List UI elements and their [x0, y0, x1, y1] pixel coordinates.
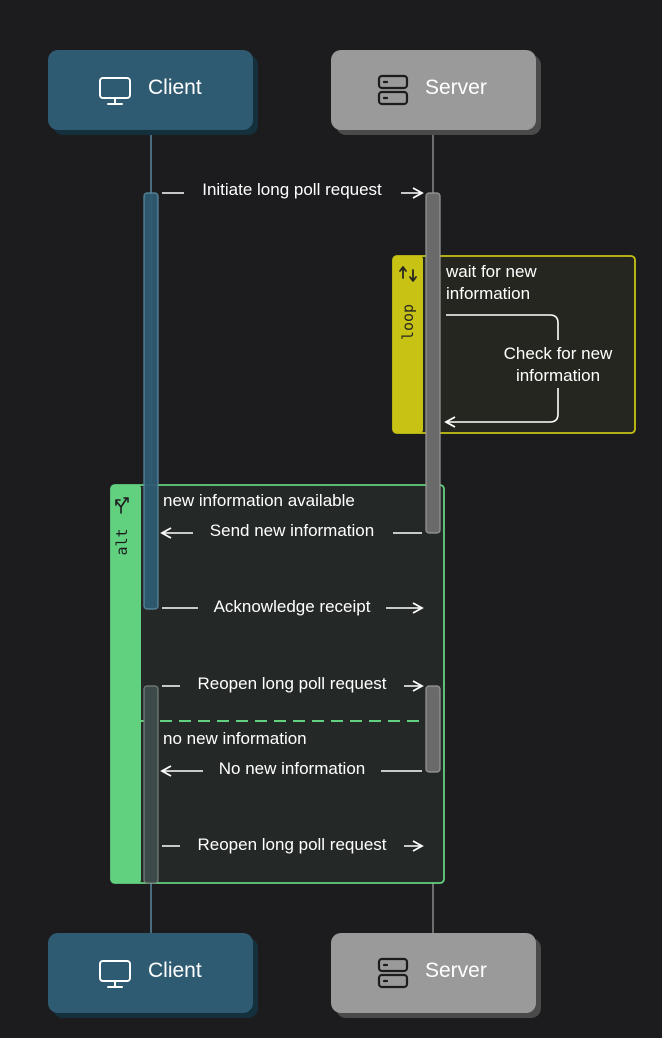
server-activation-1: [425, 192, 441, 534]
loop-icon: [399, 266, 417, 282]
monitor-icon: [99, 77, 131, 105]
message-no-info: No new information: [160, 756, 422, 780]
client-label-top: Client: [148, 76, 202, 99]
server-label-top: Server: [425, 76, 487, 99]
message-ack: Acknowledge receipt: [162, 593, 424, 617]
check-label-bg: [496, 340, 622, 388]
client-label-bottom: Client: [148, 959, 202, 982]
server-icon: [377, 957, 409, 989]
send-label: Send new information: [210, 521, 374, 540]
loop-condition-line-2: information: [446, 284, 530, 303]
server-actor-top[interactable]: Server: [331, 50, 541, 135]
reopen-2-label: Reopen long poll request: [197, 835, 386, 854]
alt-tag: alt: [113, 528, 131, 555]
server-label-bottom: Server: [425, 959, 487, 982]
branch-icon: [115, 497, 129, 514]
loop-condition-line-1: wait for new: [445, 262, 537, 281]
loop-tag: loop: [399, 304, 417, 340]
alt-frame-tab: [111, 485, 141, 883]
server-icon: [377, 74, 409, 106]
initiate-label: Initiate long poll request: [202, 180, 382, 199]
alt-condition-1: new information available: [163, 491, 355, 510]
reopen-1-label: Reopen long poll request: [197, 674, 386, 693]
client-activation-2: [143, 685, 159, 884]
client-actor-bottom[interactable]: Client: [48, 933, 258, 1018]
no-info-label: No new information: [219, 759, 365, 778]
client-actor-top[interactable]: Client: [48, 50, 258, 135]
message-send: Send new information: [160, 518, 422, 542]
ack-label: Acknowledge receipt: [214, 597, 371, 616]
alt-condition-2: no new information: [163, 729, 307, 748]
monitor-icon: [99, 960, 131, 988]
message-reopen-2: Reopen long poll request: [162, 831, 424, 855]
check-label-line-2: information: [516, 366, 600, 385]
server-actor-bottom[interactable]: Server: [331, 933, 541, 1018]
client-activation-1: [143, 192, 159, 610]
message-reopen-1: Reopen long poll request: [162, 671, 424, 695]
check-label-line-1: Check for new: [504, 344, 613, 363]
server-activation-2: [425, 685, 441, 773]
message-initiate: Initiate long poll request: [162, 178, 424, 202]
loop-frame-tab: [393, 256, 423, 433]
